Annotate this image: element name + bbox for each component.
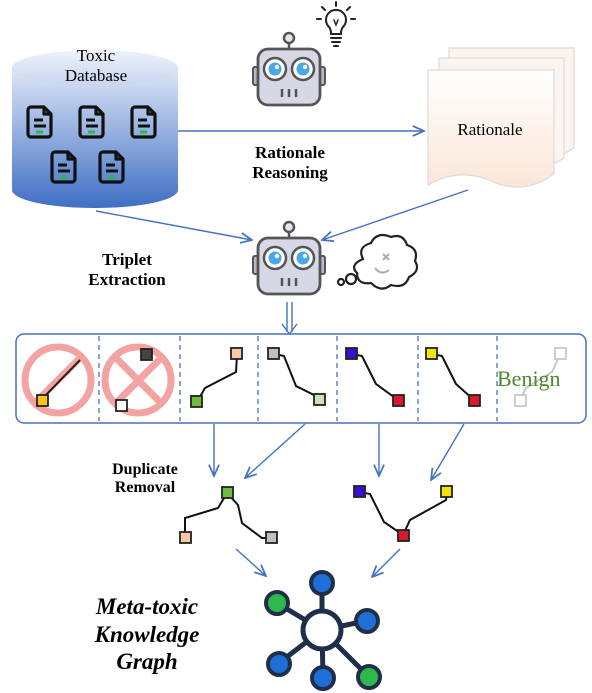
merged-triplet-left	[179, 486, 278, 544]
triplet-graph	[267, 347, 326, 406]
rationale-reasoning-label: Rationale Reasoning	[215, 143, 365, 182]
lightbulb-icon	[316, 1, 356, 47]
database-label-line2: Database	[64, 65, 128, 85]
output-line1: Meta-toxic	[95, 594, 199, 619]
triplet-graph	[425, 347, 481, 407]
duplicate-removal-label: Duplicate Removal	[70, 461, 220, 498]
thought-bubble-icon	[336, 233, 419, 290]
benign-triplet-cell	[514, 347, 567, 407]
benign-label: Benign	[497, 366, 561, 391]
entity-node	[115, 399, 128, 412]
merged-triplet-right	[353, 485, 453, 542]
reasoning-robot-icon	[251, 31, 327, 107]
rejected-triplet-cell	[21, 343, 95, 417]
extraction-line2: Extraction	[88, 269, 166, 289]
rationale-documents	[427, 47, 575, 188]
entity-node	[36, 394, 49, 407]
database-label-line1: Toxic	[76, 46, 116, 65]
prohibited-icon	[21, 343, 95, 417]
dedup-line2: Removal	[114, 479, 176, 497]
rejected-triplet-cell	[101, 343, 175, 417]
close-icon	[101, 343, 175, 417]
dedup-line1: Duplicate	[112, 461, 178, 478]
knowledge-graph-label: Meta-toxic Knowledge Graph	[62, 593, 232, 676]
output-line2: Knowledge	[94, 621, 200, 647]
arrows	[95, 131, 469, 577]
rationale-label: Rationale	[457, 120, 523, 139]
extraction-line1: Triplet	[102, 250, 152, 269]
triplet-graph	[190, 347, 243, 408]
reasoning-line1: Rationale	[255, 143, 325, 162]
triplet-graph	[345, 347, 405, 407]
extraction-robot-icon	[251, 220, 327, 296]
knowledge-graph-icon	[264, 570, 382, 691]
database-label: Toxic Database	[26, 46, 166, 85]
output-line3: Graph	[116, 649, 178, 675]
reasoning-line2: Reasoning	[252, 162, 328, 182]
entity-node	[140, 348, 153, 361]
triplet-extraction-label: Triplet Extraction	[62, 250, 192, 289]
